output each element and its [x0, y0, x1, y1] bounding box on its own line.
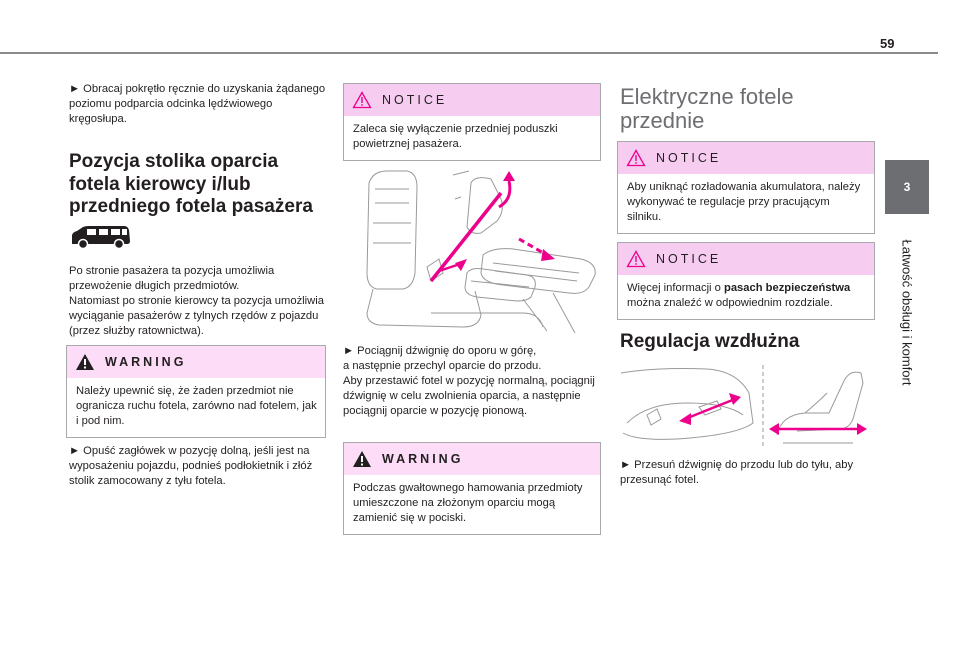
chapter-tab[interactable]: 3: [885, 160, 929, 214]
step-paragraph: ► Przesuń dźwignię do przodu lub do tyłu…: [620, 459, 854, 486]
notice-text-part: można znaleźć w odpowiednim rozdziale.: [627, 297, 833, 309]
chapter-title: Łatwość obsługi i komfort: [899, 239, 915, 385]
notice-box-3: NOTICE Więcej informacji o pasach bezpie…: [617, 242, 875, 320]
warning-icon: [353, 451, 371, 467]
step-text: ► Opuść zagłówek w pozycję dolną, jeśli …: [69, 444, 327, 489]
car-icon: [69, 224, 131, 255]
warning-title: WARNING: [382, 452, 464, 466]
step-line: Aby przestawić fotel w pozycję normalną,…: [343, 375, 595, 417]
notice-text-part: Więcej informacji o: [627, 282, 724, 294]
section-heading: Pozycja stolika oparcia fotela kierowcy …: [69, 151, 313, 217]
warning-box-2: WARNING Podczas gwałtownego hamowania pr…: [343, 442, 601, 535]
notice-title: NOTICE: [656, 252, 722, 266]
notice-box-2: NOTICE Aby uniknąć rozładowania akumulat…: [617, 141, 875, 234]
warning-header: WARNING: [67, 346, 325, 378]
notice-text: Więcej informacji o pasach bezpieczeństw…: [618, 275, 874, 319]
warning-title: WARNING: [105, 355, 187, 369]
section-body: Po stronie pasażera ta pozycja umożliwia…: [69, 264, 327, 339]
seatbelt-reference: pasach bezpieczeństwa: [723, 282, 851, 294]
step-line: ► Pociągnij dźwignię do oporu w górę,: [343, 345, 537, 357]
seat-table-illustration: [343, 163, 599, 339]
notice-icon: [626, 250, 646, 268]
chapter-heading: Elektryczne fotele przednie: [620, 84, 794, 133]
subheading: Regulacja wzdłużna: [620, 331, 800, 352]
notice-text: Aby uniknąć rozładowania akumulatora, na…: [627, 181, 861, 223]
warning-box: WARNING Należy upewnić się, że żaden prz…: [66, 345, 326, 438]
subsection-heading: Regulacja wzdłużna: [620, 331, 876, 354]
notice-text: Zaleca się wyłączenie przedniej poduszki…: [353, 123, 558, 150]
body-paragraph: Po stronie pasażera ta pozycja umożliwia…: [69, 265, 275, 292]
body-paragraph: Natomiast po stronie kierowcy ta pozycja…: [69, 295, 324, 337]
step-paragraph: ► Opuść zagłówek w pozycję dolną, jeśli …: [69, 445, 313, 487]
notice-title: NOTICE: [656, 151, 722, 165]
notice-title: NOTICE: [382, 93, 448, 107]
warning-text: Podczas gwałtownego hamowania przedmioty…: [353, 482, 583, 524]
seat-slide-illustration: [617, 363, 867, 451]
page-number: 59: [880, 36, 895, 51]
notice-icon: [352, 91, 372, 109]
warning-header: WARNING: [344, 443, 600, 475]
notice-icon: [626, 149, 646, 167]
intro-step: ► Obracaj pokrętło ręcznie do uzyskania …: [69, 83, 326, 125]
column-3-heading: Elektryczne fotele przednie: [620, 85, 870, 133]
column-1: ► Obracaj pokrętło ręcznie do uzyskania …: [69, 82, 327, 219]
notice-header: NOTICE: [618, 243, 874, 275]
warning-text: Należy upewnić się, że żaden przedmiot n…: [76, 385, 317, 427]
notice-header: NOTICE: [618, 142, 874, 174]
step-list: ► Pociągnij dźwignię do oporu w górę, a …: [343, 344, 599, 419]
step-line: a następnie przechyl oparcie do przodu.: [343, 360, 542, 372]
header-rule: [0, 52, 938, 54]
slide-step: ► Przesuń dźwignię do przodu lub do tyłu…: [620, 458, 876, 488]
notice-box: NOTICE Zaleca się wyłączenie przedniej p…: [343, 83, 601, 161]
warning-icon: [76, 354, 94, 370]
notice-header: NOTICE: [344, 84, 600, 116]
